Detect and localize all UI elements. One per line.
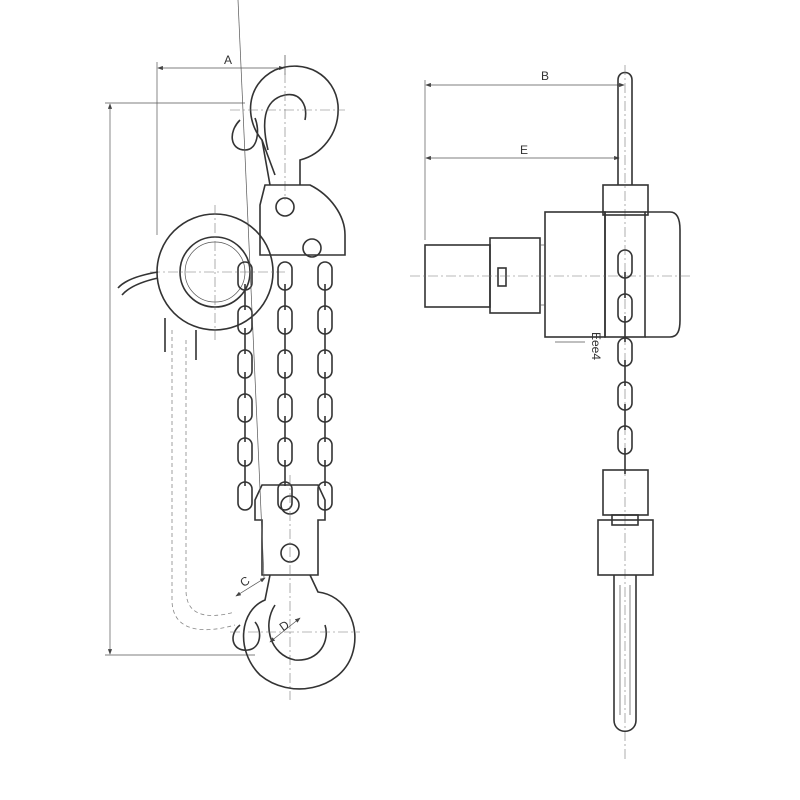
chain-link bbox=[237, 481, 253, 511]
bottom-hook: C D bbox=[230, 0, 360, 690]
side-body: Eee4 bbox=[410, 184, 690, 360]
side-chain bbox=[617, 249, 633, 474]
side-bottom-hook bbox=[613, 575, 637, 733]
front-view: A bbox=[105, 0, 360, 700]
part-note-label: Eee4 bbox=[589, 332, 603, 360]
dimension-b: B bbox=[424, 69, 625, 240]
load-chains bbox=[237, 261, 333, 511]
bottom-block bbox=[254, 475, 326, 700]
side-view: B E Eee4 bbox=[410, 65, 690, 760]
dimension-height bbox=[105, 102, 255, 656]
dimension-e: E bbox=[425, 143, 620, 161]
hoist-body bbox=[117, 184, 346, 340]
side-bottom-block bbox=[597, 469, 654, 576]
hand-chain-loop bbox=[164, 318, 236, 631]
dimension-label-e: E bbox=[520, 143, 528, 157]
dimension-label-b: B bbox=[541, 69, 549, 83]
dimension-label-a: A bbox=[224, 53, 232, 67]
dimension-a: A bbox=[156, 53, 286, 235]
top-hook bbox=[230, 55, 345, 200]
